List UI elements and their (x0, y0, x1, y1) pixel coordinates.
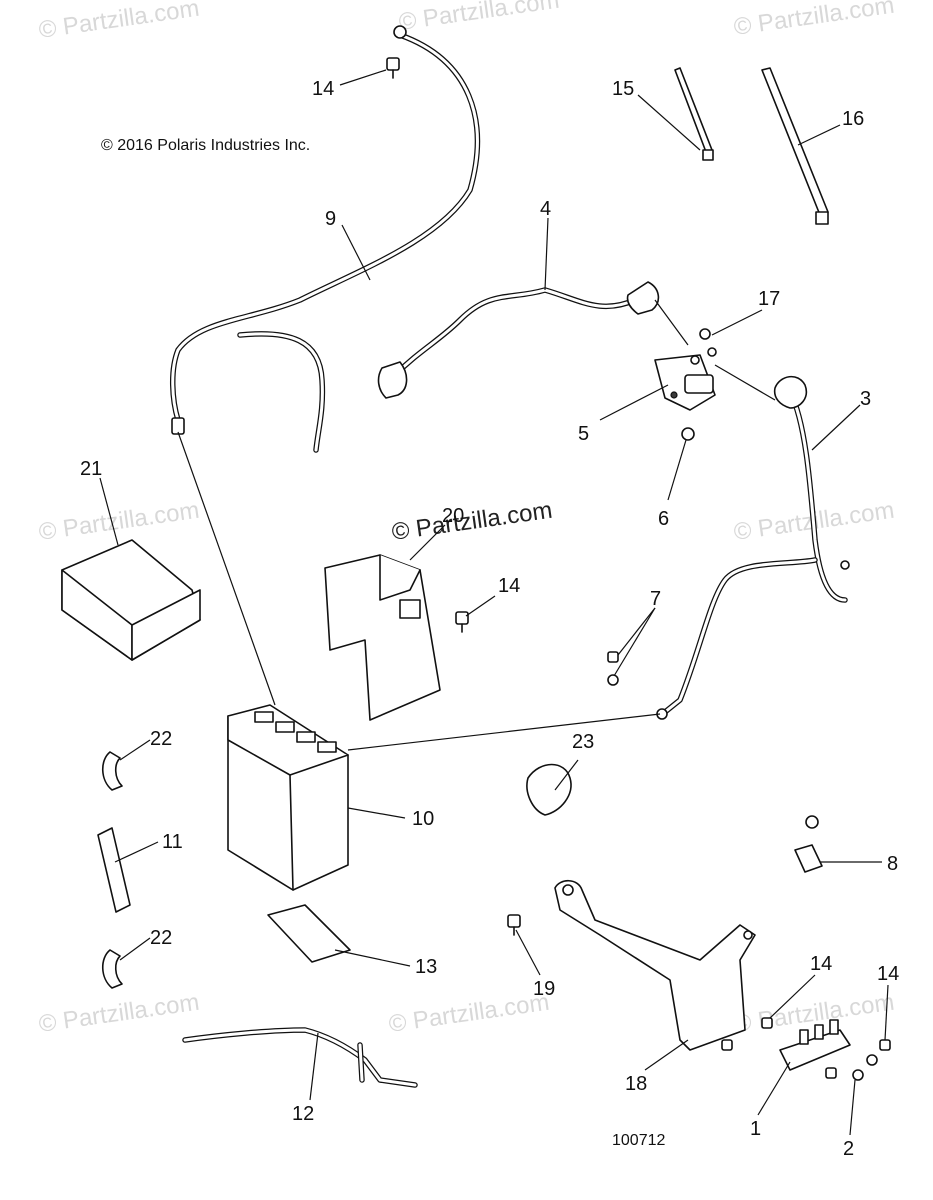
watermark-text: © Partzilla.com (732, 989, 896, 1038)
bracket-18 (554, 879, 756, 1051)
boot-23 (526, 763, 572, 816)
callout-10: 10 (412, 808, 434, 830)
rod-12 (182, 1027, 418, 1088)
callout-1: 1 (750, 1118, 761, 1140)
callout-15: 15 (612, 78, 634, 100)
callout-22: 22 (150, 927, 172, 949)
watermark-text-center: © Partzilla.com (390, 497, 554, 546)
bolt-14-top (386, 57, 400, 79)
callout-7: 7 (650, 588, 661, 610)
callout-17: 17 (758, 288, 780, 310)
watermark-text: © Partzilla.com (37, 497, 201, 546)
callout-14: 14 (810, 953, 832, 975)
watermark-text: © Partzilla.com (397, 0, 561, 36)
watermark-text: © Partzilla.com (37, 989, 201, 1038)
clip-22-bottom (101, 949, 123, 989)
callout-19: 19 (533, 978, 555, 1000)
watermark-text: © Partzilla.com (37, 0, 201, 44)
callout-14: 14 (498, 575, 520, 597)
callout-16: 16 (842, 108, 864, 130)
callout-22: 22 (150, 728, 172, 750)
figure-number: 100712 (612, 1132, 665, 1149)
leader-lines (99, 69, 889, 1136)
callout-9: 9 (325, 208, 336, 230)
callout-11: 11 (162, 831, 183, 853)
clip-22-top (101, 751, 123, 791)
callout-5: 5 (578, 423, 589, 445)
bolt-14-mid (455, 611, 469, 633)
copyright-text: © 2016 Polaris Industries Inc. (101, 137, 310, 154)
battery-cable-9 (169, 25, 481, 453)
callout-14: 14 (877, 963, 899, 985)
watermarks: © Partzilla.com © Partzilla.com © Partzi… (37, 0, 896, 1038)
bolts-14-bottom (721, 1017, 891, 1081)
bracket-20 (324, 554, 441, 721)
fasteners-7 (607, 651, 619, 686)
callout-8: 8 (887, 853, 898, 875)
terminal-block-1 (779, 1019, 851, 1071)
bolt-19 (507, 914, 521, 936)
callout-18: 18 (625, 1073, 647, 1095)
label-13 (267, 904, 351, 963)
callout-12: 12 (292, 1103, 314, 1125)
cable-tie-15 (674, 67, 714, 161)
callout-23: 23 (572, 731, 594, 753)
callout-21: 21 (80, 458, 102, 480)
cable-4 (377, 281, 660, 399)
callout-20: 20 (442, 505, 464, 527)
strap-11 (97, 827, 131, 913)
callout-6: 6 (658, 508, 669, 530)
callout-14: 14 (312, 78, 334, 100)
watermark-text: © Partzilla.com (387, 989, 551, 1038)
callout-13: 13 (415, 956, 437, 978)
watermark-text: © Partzilla.com (732, 0, 896, 41)
nut-6 (681, 427, 695, 441)
cable-3 (656, 375, 850, 720)
solenoid-5 (654, 347, 717, 411)
callout-4: 4 (540, 198, 551, 220)
callout-2: 2 (843, 1138, 854, 1160)
nut-17 (699, 328, 711, 340)
cable-tie-16 (761, 67, 829, 225)
callout-3: 3 (860, 388, 871, 410)
battery-10 (227, 704, 349, 891)
clamp-8 (794, 815, 823, 873)
cover-21 (61, 539, 201, 661)
callouts: 14 15 16 9 4 17 3 5 6 21 20 14 7 22 23 1… (80, 78, 899, 1160)
